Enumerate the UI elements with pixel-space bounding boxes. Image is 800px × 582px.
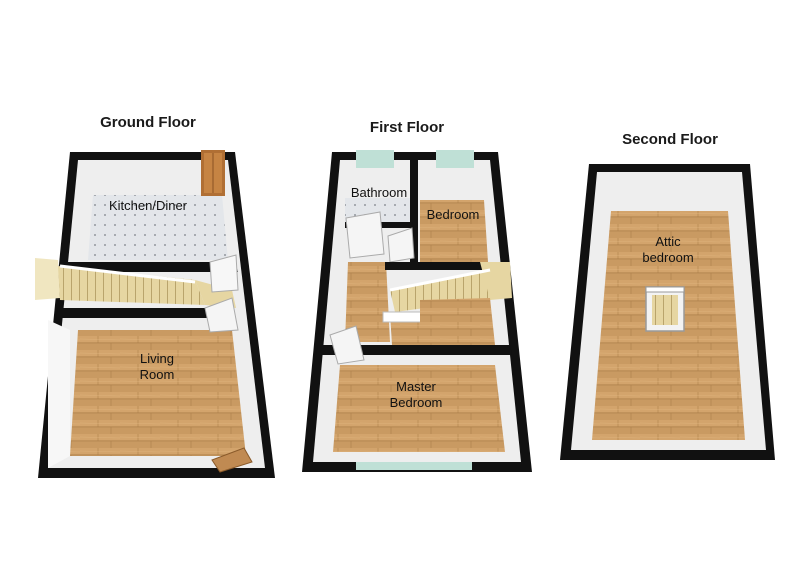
door-icon bbox=[345, 211, 385, 259]
ground-floor-title: Ground Floor bbox=[100, 114, 196, 131]
ground-staircase bbox=[35, 258, 60, 300]
second-floor-plan: Second Floor Attic bedroom bbox=[560, 131, 775, 460]
master-bedroom-floor bbox=[333, 365, 505, 452]
bedroom-label: Bedroom bbox=[427, 207, 480, 222]
front-door-icon bbox=[211, 447, 253, 473]
door-icon bbox=[329, 325, 365, 365]
attic-stair-opening bbox=[645, 286, 685, 332]
kitchen-diner-label: Kitchen/Diner bbox=[109, 198, 188, 213]
door-icon bbox=[201, 150, 225, 196]
living-room-label-line2: Room bbox=[140, 367, 175, 382]
door-icon bbox=[387, 227, 415, 263]
first-floor-title: First Floor bbox=[370, 119, 444, 136]
attic-bedroom-label-line1: Attic bbox=[655, 234, 681, 249]
bathroom-label: Bathroom bbox=[351, 185, 407, 200]
landing-floor bbox=[345, 262, 390, 342]
first-floor-plan: First Floor bbox=[302, 119, 532, 472]
kitchen-floor bbox=[88, 195, 228, 260]
window-icon bbox=[356, 462, 472, 470]
attic-bedroom-label-line2: bedroom bbox=[642, 250, 693, 265]
window-icon bbox=[436, 150, 474, 168]
master-bedroom-label-line1: Master bbox=[396, 379, 436, 394]
master-bedroom-label-line2: Bedroom bbox=[390, 395, 443, 410]
living-room-label-line1: Living bbox=[140, 351, 174, 366]
door-icon bbox=[204, 297, 239, 333]
door-icon bbox=[209, 254, 239, 293]
small-bedroom-floor bbox=[420, 200, 488, 262]
ground-floor-plan: Ground Floor bbox=[35, 114, 275, 478]
window-icon bbox=[356, 150, 394, 168]
living-room-floor bbox=[70, 330, 246, 456]
second-floor-title: Second Floor bbox=[622, 131, 718, 148]
